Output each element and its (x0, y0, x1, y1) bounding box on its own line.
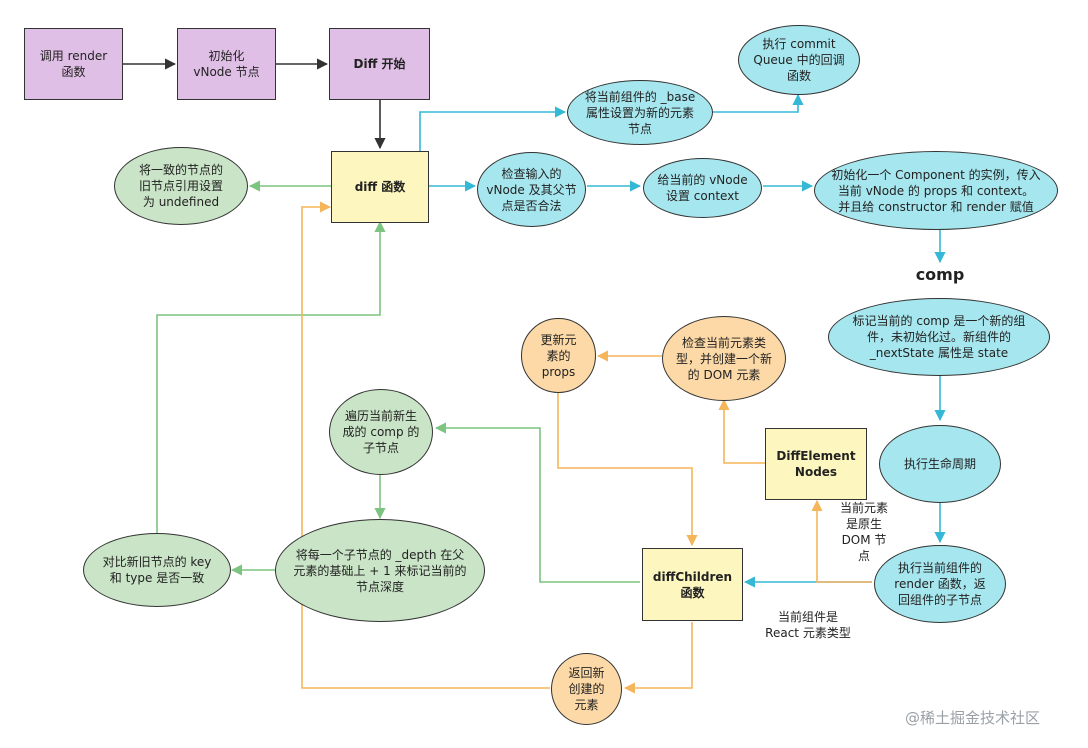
watermark: @稀土掘金技术社区 (905, 709, 1041, 727)
label-comp: comp (915, 265, 965, 284)
label-react-type: 当前组件是 React 元素类型 (765, 610, 851, 640)
node-call-render: 调用 render 函数 (24, 28, 123, 100)
node-set-depth: 将每一个子节点的 _depth 在父 元素的基础上 + 1 来标记当前的 节点深… (275, 519, 485, 622)
edge-diffelement-to-checktype (718, 398, 765, 464)
node-init-vnode: 初始化 vNode 节点 (177, 28, 276, 100)
node-commit-queue: 执行 commit Queue 中的回调 函数 (738, 25, 860, 95)
node-check-vnode: 检查输入的 vNode 及其父节 点是否合法 (477, 152, 586, 227)
edge-compare-to-difffn (156, 220, 386, 533)
node-traverse-children: 遍历当前新生 成的 comp 的 子节点 (329, 389, 433, 475)
edge-difffn-to-setbase (419, 106, 567, 152)
label-native-dom: 当前元素 是原生 DOM 节 点 (839, 501, 888, 563)
edge-props-to-diffchildren (557, 393, 698, 547)
node-check-element-type: 检查当前元素类 型，并创建一个新 的 DOM 元素 (662, 316, 786, 401)
node-diff-function: diff 函数 (331, 151, 429, 223)
node-diff-start: Diff 开始 (329, 28, 430, 100)
edge-render-to-diffelement (811, 499, 872, 583)
node-set-old-undefined: 将一致的节点的 旧节点引用设置 为 undefined (114, 147, 248, 225)
node-update-props: 更新元 素的 props (521, 318, 596, 393)
node-compare-key-type: 对比新旧节点的 key 和 type 是否一致 (83, 533, 231, 607)
node-mark-comp: 标记当前的 comp 是一个新的组 件，未初始化过。新组件的 _nextStat… (828, 298, 1050, 376)
node-lifecycle: 执行生命周期 (879, 425, 1001, 503)
edge-diffchildren-to-return (623, 622, 693, 694)
edge-diffchildren-to-traverse (434, 422, 640, 583)
node-init-component: 初始化一个 Component 的实例，传入 当前 vNode 的 props … (814, 151, 1058, 230)
node-set-context: 给当前的 vNode 设置 context (643, 158, 762, 218)
node-exec-render: 执行当前组件的 render 函数，返 回组件的子节点 (874, 545, 1006, 623)
node-set-base: 将当前组件的 _base 属性设置为新的元素 节点 (567, 80, 713, 145)
node-return-element: 返回新 创建的 元素 (551, 653, 622, 725)
node-diff-element-nodes: DiffElement Nodes (765, 428, 867, 500)
edge-return-to-difffn (301, 201, 550, 689)
edge-setbase-to-commit (713, 93, 804, 113)
node-diff-children: diffChildren 函数 (642, 548, 743, 621)
